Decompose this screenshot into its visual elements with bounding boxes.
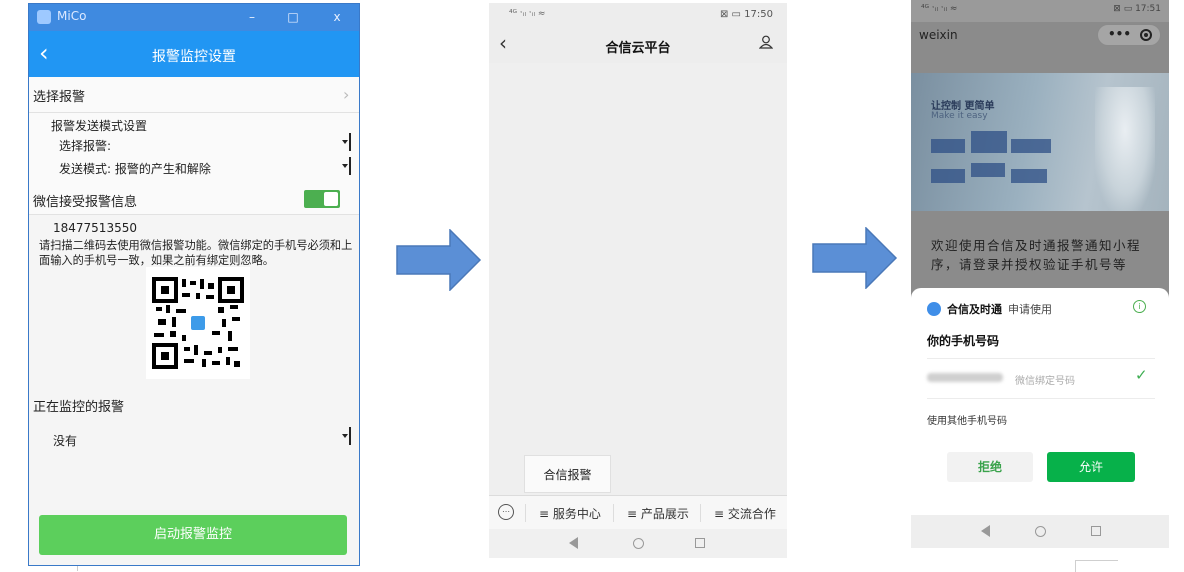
send-mode-section: 报警发送模式设置 选择报警: 发送模式: 报警的产生和解除 — [29, 113, 359, 186]
recents-square-icon[interactable] — [695, 538, 705, 548]
nav-bar: ‹ 合信云平台 — [489, 27, 787, 63]
bottom-menu-bar: ⋯ ≡ 服务中心 ≡ 产品展示 ≡ 交流合作 — [489, 495, 787, 530]
window-titlebar: MiCo – □ x — [29, 4, 359, 31]
status-time: ⊠ ▭ 17:51 — [1113, 4, 1161, 14]
dropdown-arrow-icon[interactable] — [342, 157, 351, 175]
app-logo-icon — [927, 302, 941, 316]
banner-subtitle: Make it easy — [931, 111, 988, 121]
page-title: 合信云平台 — [605, 41, 671, 56]
sheet-app-name: 合信及时通 — [947, 303, 1002, 316]
close-target-icon[interactable] — [1140, 29, 1152, 41]
checkmark-icon: ✓ — [1135, 366, 1148, 384]
phone-wechat-authorization: ⁴ᴳ ˑᵢₗ ˑᵢₗ ≈ ⊠ ▭ 17:51 weixin ••• 让控制 更简… — [911, 0, 1169, 548]
deny-button[interactable]: 拒绝 — [947, 452, 1033, 482]
select-alarm-row[interactable]: 选择报警 › — [29, 77, 359, 113]
divider — [77, 566, 78, 571]
home-circle-icon[interactable] — [633, 538, 644, 549]
selection-fragment — [1075, 560, 1118, 572]
phone-number: 18477513550 — [53, 221, 137, 235]
dropdown-arrow-icon[interactable] — [342, 427, 351, 445]
app-icon — [37, 10, 51, 24]
page-title: 报警监控设置 — [152, 49, 236, 65]
flow-arrow-icon — [396, 229, 482, 291]
welcome-text: 欢迎使用合信及时通报警通知小程序，请登录并授权验证手机号等 — [931, 238, 1142, 272]
window-title: MiCo — [57, 9, 87, 23]
bound-number-label: 微信绑定号码 — [1015, 376, 1075, 387]
system-nav-bar — [489, 529, 787, 558]
back-arrow-icon[interactable]: ‹ — [39, 39, 49, 67]
miniprogram-title: weixin — [919, 28, 958, 42]
allow-button[interactable]: 允许 — [1047, 452, 1135, 482]
menu-service-center[interactable]: ≡ 服务中心 — [539, 507, 601, 521]
chevron-right-icon: › — [343, 85, 350, 104]
alarm-settings-window: MiCo – □ x ‹ 报警监控设置 选择报警 › 报警发送模式设置 选择报警… — [28, 3, 360, 566]
system-nav-bar — [911, 515, 1169, 548]
masked-phone-number — [927, 373, 1003, 382]
flow-arrow-icon — [812, 227, 898, 289]
signal-icon: ⁴ᴳ ˑᵢₗ ˑᵢₗ ≈ — [509, 9, 546, 19]
promo-banner: 让控制 更简单 Make it easy — [911, 73, 1169, 211]
more-dots-icon[interactable]: ••• — [1108, 27, 1132, 41]
phone-cloud-platform: ⁴ᴳ ˑᵢₗ ˑᵢₗ ≈ ⊠ ▭ 17:50 ‹ 合信云平台 合信报警 ⋯ ≡ … — [489, 3, 787, 558]
alarm-popup-menu-item[interactable]: 合信报警 — [524, 455, 611, 493]
monitoring-value: 没有 — [53, 434, 78, 448]
keyboard-icon[interactable]: ⋯ — [498, 504, 514, 520]
app-header: ‹ 报警监控设置 — [29, 31, 359, 77]
signal-icon: ⁴ᴳ ˑᵢₗ ˑᵢₗ ≈ — [921, 4, 958, 14]
wechat-receive-toggle[interactable] — [304, 190, 340, 208]
menu-cooperation[interactable]: ≡ 交流合作 — [714, 507, 776, 521]
menu-product-showcase[interactable]: ≡ 产品展示 — [627, 507, 689, 521]
recents-square-icon[interactable] — [1091, 526, 1101, 536]
qr-instructions: 请扫描二维码去使用微信报警功能。微信绑定的手机号必须和上面输入的手机号一致，如果… — [39, 239, 353, 267]
select-alarm-dropdown[interactable]: 选择报警: — [59, 139, 112, 153]
banner-person-image — [1095, 87, 1155, 211]
maximize-button[interactable]: □ — [287, 10, 299, 24]
qr-code — [146, 267, 250, 379]
status-bar: ⁴ᴳ ˑᵢₗ ˑᵢₗ ≈ ⊠ ▭ 17:51 — [911, 0, 1169, 22]
sheet-title: 你的手机号码 — [927, 334, 1000, 348]
dropdown-arrow-icon[interactable] — [342, 133, 351, 151]
back-triangle-icon[interactable] — [569, 537, 578, 549]
close-button[interactable]: x — [333, 10, 341, 24]
user-icon[interactable] — [759, 35, 773, 49]
phone-auth-sheet: 合信及时通 申请使用 i 你的手机号码 微信绑定号码 ✓ 使用其他手机号码 拒绝… — [911, 288, 1169, 515]
back-arrow-icon[interactable]: ‹ — [499, 31, 507, 55]
back-triangle-icon[interactable] — [981, 525, 990, 537]
capsule-menu[interactable]: ••• — [1097, 24, 1161, 46]
start-monitoring-button[interactable]: 启动报警监控 — [39, 515, 347, 555]
send-mode-dropdown[interactable]: 发送模式: 报警的产生和解除 — [59, 162, 211, 176]
status-bar: ⁴ᴳ ˑᵢₗ ˑᵢₗ ≈ ⊠ ▭ 17:50 — [489, 3, 787, 27]
banner-title: 让控制 更简单 — [931, 101, 995, 112]
info-icon[interactable]: i — [1133, 300, 1146, 313]
monitoring-section-title: 正在监控的报警 — [33, 400, 125, 415]
select-alarm-label: 选择报警 — [33, 90, 86, 105]
home-circle-icon[interactable] — [1035, 526, 1046, 537]
send-mode-section-title: 报警发送模式设置 — [51, 119, 148, 133]
sheet-request-label: 申请使用 — [1008, 303, 1052, 316]
use-other-phone-link[interactable]: 使用其他手机号码 — [927, 416, 1007, 427]
status-time: ⊠ ▭ 17:50 — [719, 9, 773, 20]
minimize-button[interactable]: – — [249, 10, 255, 24]
wechat-receive-label: 微信接受报警信息 — [33, 195, 138, 210]
